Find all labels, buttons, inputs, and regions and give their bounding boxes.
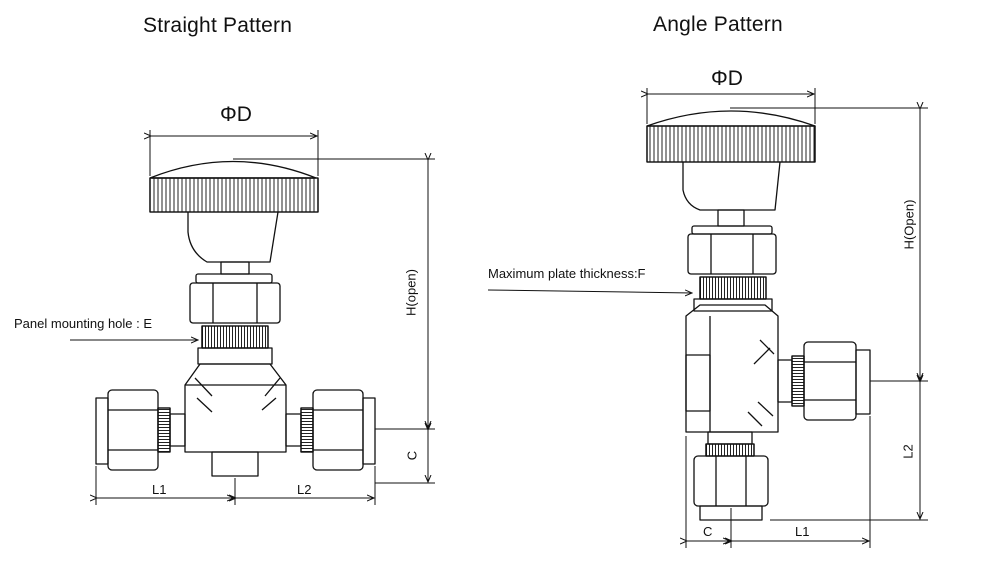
straight-c-label: C (404, 450, 420, 461)
angle-right-cap (855, 349, 871, 415)
angle-handle-dome (646, 110, 816, 127)
straight-bonnet-nut (189, 282, 281, 324)
straight-l2-label: L2 (297, 482, 312, 497)
straight-stem (220, 261, 250, 275)
angle-right-nut (803, 341, 857, 421)
angle-side-port (685, 354, 711, 412)
max-plate-thickness-note: Maximum plate thickness:F (488, 266, 646, 281)
angle-plate-thread (699, 276, 767, 300)
angle-bottom-thread (705, 443, 755, 457)
straight-l1-label: L1 (152, 482, 167, 497)
angle-bonnet-nut (687, 233, 777, 275)
angle-diameter-label: ΦD (711, 67, 743, 90)
straight-pattern-title: Straight Pattern (143, 14, 293, 37)
straight-dimensions (70, 130, 435, 505)
angle-valve (646, 110, 871, 521)
angle-height-label: H(Open) (901, 199, 917, 250)
straight-left-nut (107, 389, 159, 471)
angle-handle-shank (682, 161, 781, 211)
straight-bottom-port (211, 451, 259, 477)
straight-right-nut (312, 389, 364, 471)
straight-height-label: H(open) (403, 269, 419, 316)
straight-diameter-label: ΦD (220, 103, 252, 126)
angle-pattern-title: Angle Pattern (653, 13, 783, 36)
angle-dimensions (487, 88, 928, 548)
panel-mounting-hole-note: Panel mounting hole : E (14, 316, 153, 331)
straight-body (184, 363, 287, 453)
angle-stem (717, 209, 745, 227)
angle-l2-label: L2 (900, 444, 916, 459)
angle-handle-knurl (646, 125, 816, 163)
angle-l1-label: L1 (795, 524, 810, 539)
angle-c-label: C (703, 524, 713, 539)
straight-right-cap (362, 397, 376, 465)
straight-handle-dome (149, 160, 317, 179)
straight-handle-knurl (149, 177, 319, 213)
straight-valve (95, 160, 376, 477)
angle-body (685, 304, 779, 433)
straight-panel-thread (201, 325, 269, 349)
straight-left-cap (95, 397, 109, 465)
straight-left-thread (157, 407, 171, 453)
angle-right-thread (791, 355, 805, 407)
angle-bottom-nut (693, 455, 769, 507)
straight-handle-shank (187, 211, 279, 263)
straight-right-thread (300, 407, 314, 453)
